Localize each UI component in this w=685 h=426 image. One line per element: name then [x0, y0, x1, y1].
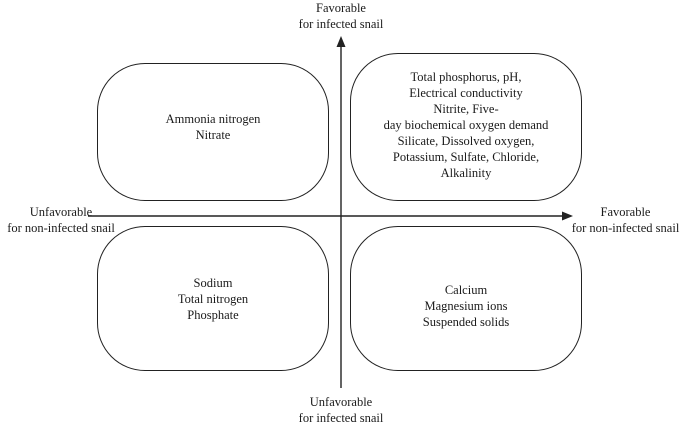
quadrant-bottom-left-line: Total nitrogen [177, 292, 249, 306]
horizontal-axis-arrowhead [562, 211, 573, 221]
quadrant-bottom-left: Sodium Total nitrogen Phosphate [97, 226, 329, 371]
bottom-axis-label-line-1: Unfavorable [309, 395, 373, 409]
left-axis-label-line-1: Unfavorable [29, 205, 93, 219]
right-axis-label-line-2: for non-infected snail [571, 221, 680, 235]
top-axis-label-line-1: Favorable [316, 1, 366, 15]
left-axis-label: Unfavorable for non-infected snail [0, 204, 122, 236]
quadrant-top-right-line: Alkalinity [440, 166, 492, 180]
quadrant-bottom-right-line: Magnesium ions [424, 299, 508, 313]
quadrant-top-left-line: Nitrate [195, 128, 231, 142]
quadrant-top-right-line: day biochemical oxygen demand [383, 118, 549, 132]
quadrant-bottom-right: Calcium Magnesium ions Suspended solids [350, 226, 582, 371]
left-axis-label-line-2: for non-infected snail [7, 221, 115, 235]
quadrant-top-right: Total phosphorus, pH, Electrical conduct… [350, 53, 582, 201]
right-axis-label-line-1: Favorable [600, 205, 651, 219]
quadrant-bottom-right-line: Calcium [444, 283, 488, 297]
quadrant-top-right-line: Silicate, Dissolved oxygen, [397, 134, 535, 148]
top-axis-label-line-2: for infected snail [298, 17, 384, 31]
bottom-axis-label-line-2: for infected snail [298, 411, 384, 425]
quadrant-bottom-right-line: Suspended solids [422, 315, 510, 329]
right-axis-label: Favorable for non-infected snail [566, 204, 685, 236]
vertical-axis-arrowhead [336, 36, 346, 47]
quadrant-top-left-line: Ammonia nitrogen [165, 112, 261, 126]
quadrant-top-left: Ammonia nitrogen Nitrate [97, 63, 329, 201]
quadrant-bottom-left-line: Phosphate [187, 308, 239, 322]
top-axis-label: Favorable for infected snail [271, 0, 411, 32]
quadrant-top-right-line: Total phosphorus, pH, [410, 70, 522, 84]
quadrant-top-right-line: Electrical conductivity [409, 86, 523, 100]
quadrant-bottom-left-line: Sodium [193, 276, 233, 290]
quadrant-top-right-line: Potassium, Sulfate, Chloride, [392, 150, 540, 164]
quadrant-top-right-line: Nitrite, Five- [433, 102, 499, 116]
bottom-axis-label: Unfavorable for infected snail [271, 394, 411, 426]
